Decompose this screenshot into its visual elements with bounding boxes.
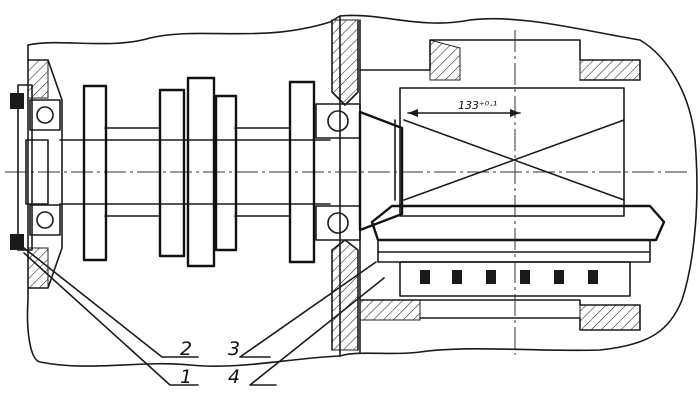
left-bearing-assembly xyxy=(10,84,61,251)
callout-2: 2 xyxy=(180,338,192,360)
leader-lines xyxy=(23,247,385,386)
dimension-line: 133⁺⁰·¹ xyxy=(407,99,521,117)
spur-gear-1 xyxy=(82,84,108,262)
housing-wall-right xyxy=(359,39,641,331)
callout-1: 1 xyxy=(180,366,192,388)
spur-gear-2 xyxy=(158,88,186,258)
ring-gear-housing xyxy=(394,87,625,217)
spur-gear-4 xyxy=(214,94,238,252)
housing-wall-middle xyxy=(331,19,359,351)
bevel-ring-gear xyxy=(370,204,666,263)
callout-3: 3 xyxy=(228,338,240,360)
housing-wall-left xyxy=(27,59,63,289)
spur-gear-5 xyxy=(288,80,316,264)
bolt-row xyxy=(399,261,631,297)
bevel-pinion xyxy=(358,110,404,232)
callout-4: 4 xyxy=(228,366,240,388)
spur-gear-3 xyxy=(186,76,216,268)
dimension-label: 133⁺⁰·¹ xyxy=(458,99,497,112)
